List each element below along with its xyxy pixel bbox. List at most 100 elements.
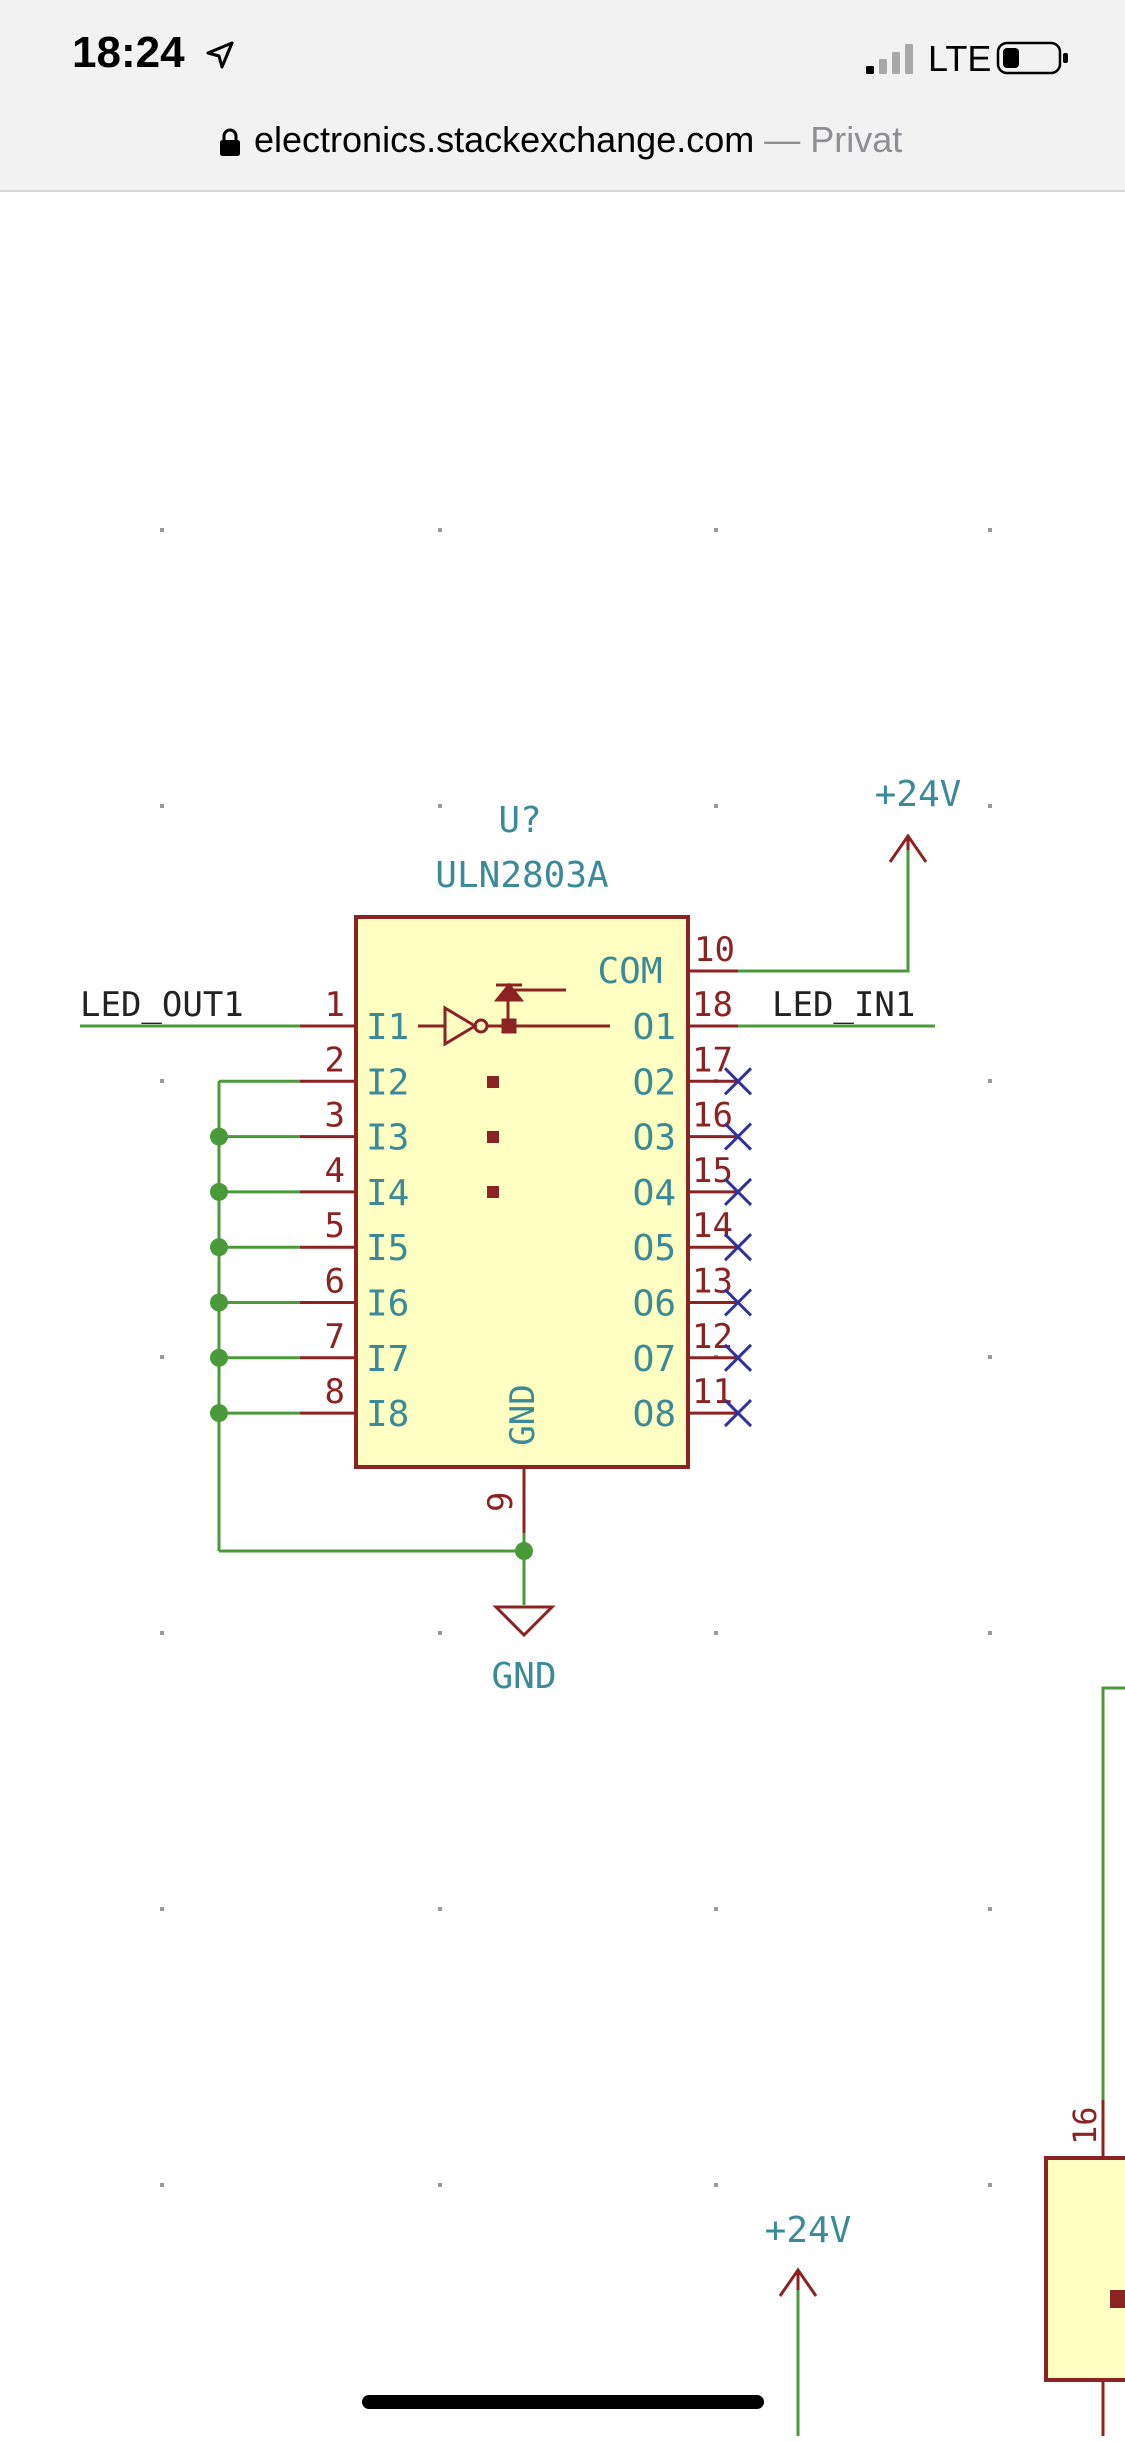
url-separator: —	[764, 119, 801, 160]
junction-dot	[210, 1348, 228, 1367]
gnd-pin-number: 9	[481, 1492, 521, 1512]
status-time: 18:24	[72, 28, 185, 77]
grid-dot	[438, 1907, 442, 1911]
input-pin-number: 7	[325, 1317, 345, 1357]
grid-dot	[160, 1907, 164, 1911]
home-indicator[interactable]	[362, 2395, 764, 2409]
component-reference: U?	[498, 800, 541, 841]
output-pin-number: 11	[692, 1372, 733, 1412]
gnd-pin-label: GND	[503, 1384, 543, 1445]
output-pin-name: O8	[633, 1394, 676, 1435]
input-pin-name: I2	[366, 1062, 409, 1103]
junction-dot	[210, 1182, 228, 1201]
grid-dot	[714, 1631, 718, 1635]
power-24v-bottom-label: +24V	[765, 2210, 852, 2251]
grid-dot	[160, 1355, 164, 1359]
net-label-led-in1: LED_IN1	[772, 985, 915, 1025]
output-pin-name: O5	[633, 1228, 676, 1269]
partial-component-pin: 16	[1066, 2106, 1104, 2145]
input-pin-number: 8	[325, 1372, 345, 1412]
grid-dot	[714, 804, 718, 808]
url-bar[interactable]: electronics.stackexchange.com — Privat	[0, 115, 1125, 192]
grid-dot	[714, 1907, 718, 1911]
junction-dot	[515, 1542, 533, 1560]
grid-dot	[160, 2183, 164, 2187]
input-pin-name: I7	[366, 1339, 409, 1380]
input-pin-name: I3	[366, 1118, 409, 1159]
grid-dot	[988, 1631, 992, 1635]
output-pin-name: O4	[633, 1173, 676, 1214]
power-24v-top-label: +24V	[875, 774, 962, 815]
output-pin-name: O1	[633, 1007, 676, 1048]
grid-dot	[160, 804, 164, 808]
grid-dot	[988, 528, 992, 532]
input-pin-number: 5	[325, 1206, 345, 1246]
input-pin-name: I6	[366, 1284, 409, 1325]
grid-dot	[714, 528, 718, 532]
grid-dot	[438, 2183, 442, 2187]
input-pin-number: 3	[325, 1096, 345, 1136]
output-pin-number: 17	[692, 1040, 733, 1080]
no-connect-icon	[723, 1177, 753, 1206]
wire-com-24v	[738, 850, 910, 973]
output-pin-number: 18	[692, 985, 733, 1025]
junction-dot	[210, 1238, 228, 1257]
input-pin-name: I4	[366, 1173, 409, 1214]
no-connect-icon	[723, 1233, 753, 1262]
status-bar: 18:24 LTE	[0, 0, 1125, 115]
network-type: LTE	[928, 38, 992, 79]
output-pin-number: 15	[692, 1151, 733, 1191]
lock-icon	[220, 128, 240, 156]
grid-dot	[988, 804, 992, 808]
junction-dot	[210, 1127, 228, 1146]
input-pin-number: 6	[325, 1262, 345, 1302]
bus-stubs	[219, 1079, 300, 1415]
battery-icon	[996, 41, 1068, 75]
output-pin-number: 14	[692, 1206, 733, 1246]
input-pin-number: 4	[325, 1151, 345, 1191]
component-pins	[300, 969, 738, 1415]
input-pin-number: 2	[325, 1040, 345, 1080]
grid-dot	[438, 528, 442, 532]
ground-symbol-icon	[492, 1467, 556, 1638]
com-pin-number: 10	[694, 930, 735, 970]
url-text[interactable]: electronics.stackexchange.com — Privat	[254, 119, 902, 161]
grid-dot	[438, 1631, 442, 1635]
location-arrow-icon	[206, 41, 234, 69]
junction-dots	[210, 1127, 533, 1560]
no-connect-markers	[723, 1067, 753, 1428]
no-connect-icon	[723, 1343, 753, 1372]
wires	[80, 850, 1125, 2436]
ellipsis-dots	[487, 1076, 499, 1198]
partial-component-body	[1044, 2100, 1125, 2436]
junction-dot	[210, 1293, 228, 1312]
no-connect-icon	[723, 1122, 753, 1151]
gnd-power-label: GND	[491, 1656, 556, 1697]
component-value: ULN2803A	[435, 855, 609, 896]
power-24v-bottom-icon	[778, 2267, 818, 2297]
wire-right-partial	[1101, 1686, 1125, 2200]
net-label-led-out1: LED_OUT1	[80, 985, 244, 1025]
no-connect-icon	[723, 1067, 753, 1096]
grid-dot	[714, 2183, 718, 2187]
grid-dot	[988, 1355, 992, 1359]
grid-dot	[988, 1907, 992, 1911]
uln2803a-body	[354, 915, 690, 1469]
output-pin-number: 13	[692, 1262, 733, 1302]
input-pin-name: I5	[366, 1228, 409, 1269]
input-pin-name: I8	[366, 1394, 409, 1435]
cellular-signal-icon	[866, 44, 913, 74]
no-connect-icon	[723, 1399, 753, 1428]
com-pin-label: COM	[597, 951, 662, 992]
darlington-symbol-icon	[418, 982, 610, 1047]
grid-dot	[438, 804, 442, 808]
grid-dot	[988, 2183, 992, 2187]
grid-dot	[160, 1079, 164, 1083]
browsing-mode: Privat	[810, 119, 903, 160]
output-pin-name: O2	[633, 1062, 676, 1103]
output-pin-name: O3	[633, 1118, 676, 1159]
grid-dot	[160, 1631, 164, 1635]
input-pin-number: 1	[325, 985, 345, 1025]
input-pin-name: I1	[366, 1007, 409, 1048]
